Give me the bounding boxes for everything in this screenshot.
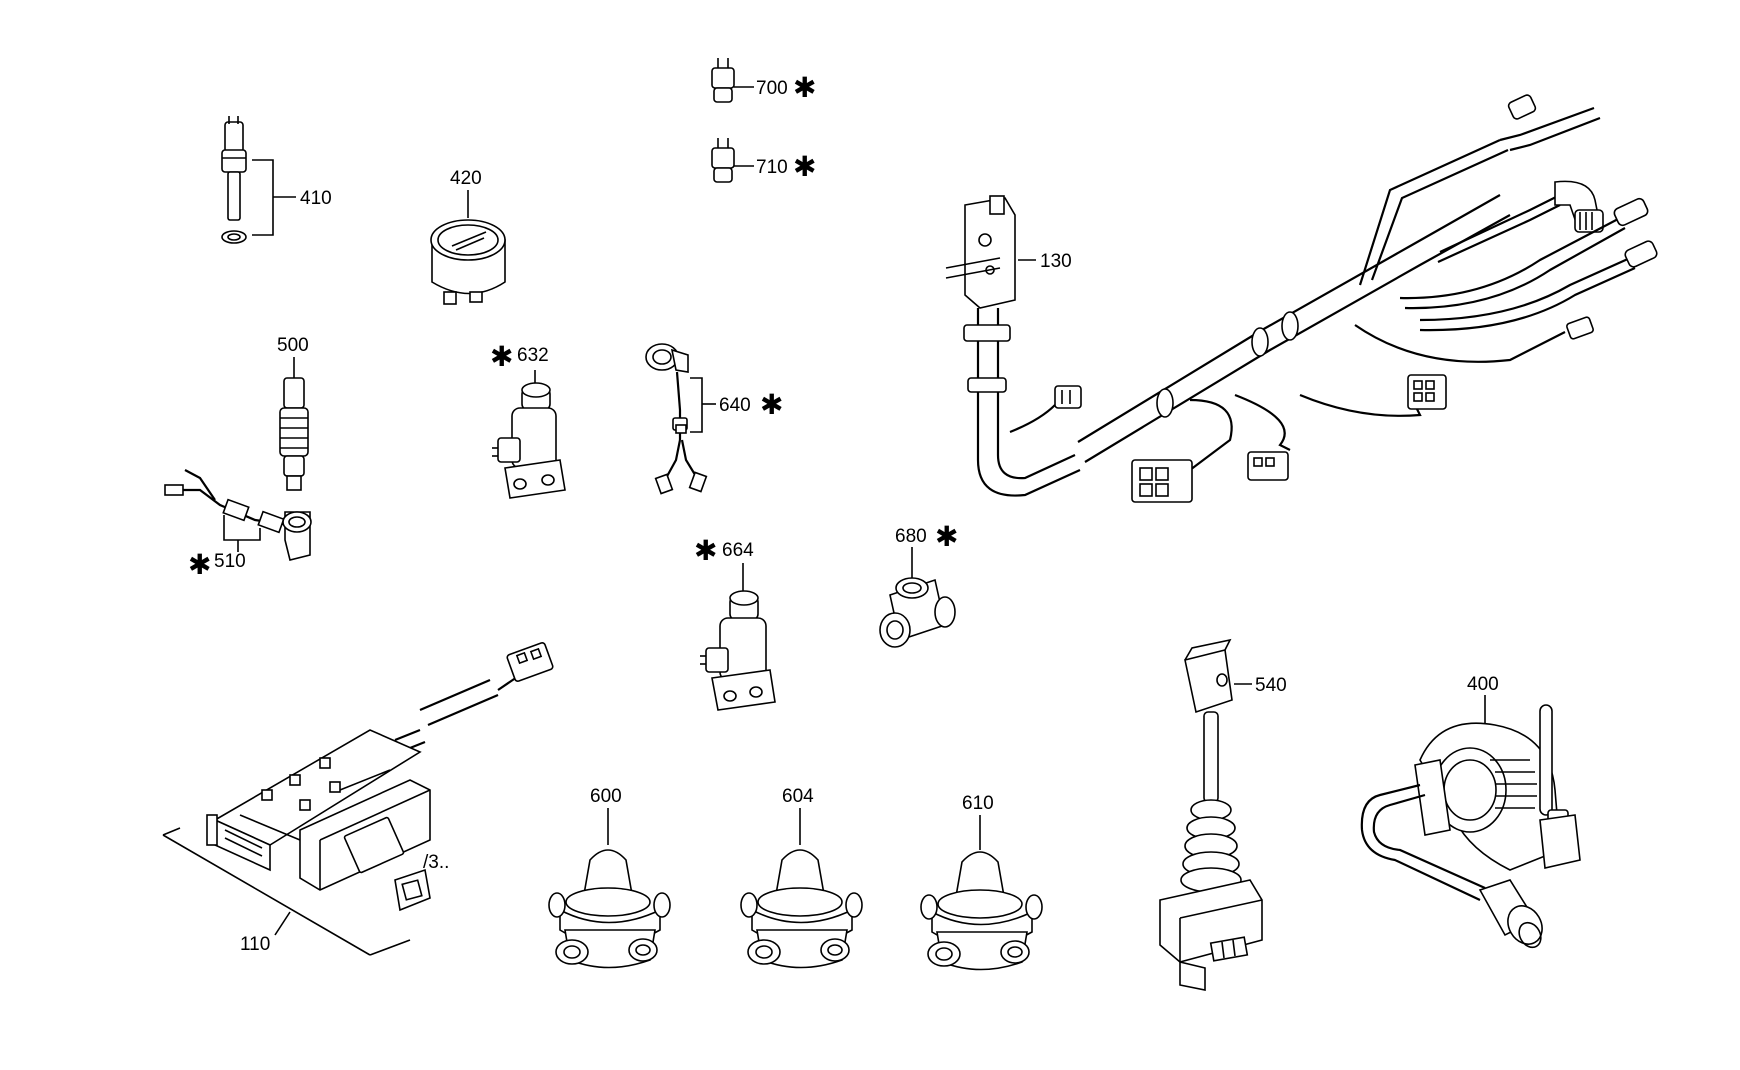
star-510: ✱ <box>188 549 211 580</box>
part-400-actuator-motor <box>1360 695 1581 949</box>
star-664: ✱ <box>694 535 717 566</box>
part-680-tee-fitting <box>879 547 956 648</box>
label-130: 130 <box>1040 251 1072 272</box>
label-664: 664 <box>722 540 754 561</box>
label-400: 400 <box>1467 674 1499 695</box>
label-604: 604 <box>782 786 814 807</box>
part-700-sender <box>711 58 754 103</box>
part-610-pressure-valve <box>920 815 1043 971</box>
part-640-sensor-with-leads <box>645 343 716 495</box>
label-420: 420 <box>450 168 482 189</box>
label-710: 710 <box>756 157 788 178</box>
part-632-solenoid-valve <box>492 370 566 499</box>
part-110-control-unit <box>162 642 554 956</box>
part-664-solenoid-valve <box>700 563 776 711</box>
label-110: 110 <box>240 934 270 955</box>
part-600-pressure-valve <box>548 808 671 969</box>
label-540: 540 <box>1255 675 1287 696</box>
part-510-sensor-cable <box>164 469 312 561</box>
star-640: ✱ <box>760 389 783 420</box>
part-540-joystick-lever <box>1159 638 1263 991</box>
label-680: 680 <box>895 526 927 547</box>
label-610: 610 <box>962 793 994 814</box>
star-632: ✱ <box>490 341 513 372</box>
label-700: 700 <box>756 78 788 99</box>
label-640: 640 <box>719 395 751 416</box>
label-632: 632 <box>517 345 549 366</box>
label-600: 600 <box>590 786 622 807</box>
part-500-switch <box>279 357 309 491</box>
part-410-probe-with-washer <box>221 116 296 244</box>
star-700: ✱ <box>793 72 816 103</box>
part-130-wiring-harness <box>945 94 1658 503</box>
label-510: 510 <box>214 551 246 572</box>
label-410: 410 <box>300 188 332 209</box>
part-710-sender <box>711 138 754 183</box>
label-3: /3.. <box>423 852 449 873</box>
star-680: ✱ <box>935 521 958 552</box>
part-420-gauge <box>430 190 506 305</box>
label-500: 500 <box>277 335 309 356</box>
star-710: ✱ <box>793 151 816 182</box>
part-604-pressure-valve <box>740 808 863 969</box>
